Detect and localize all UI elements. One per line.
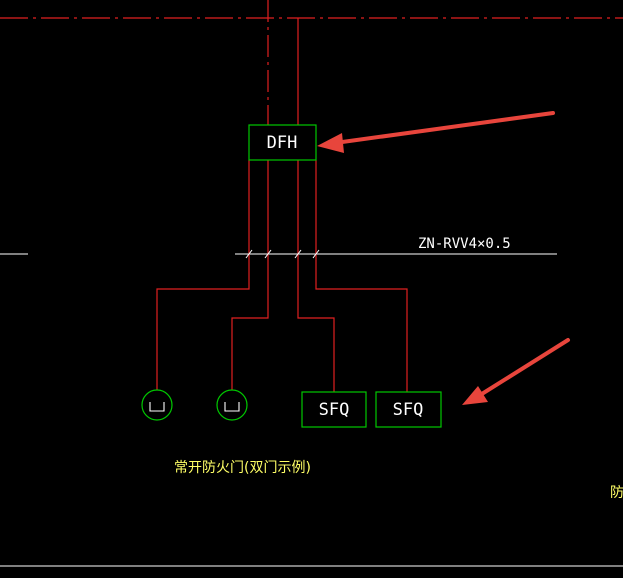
pointer-arrow-1 (317, 111, 555, 153)
sfq-box-2[interactable]: SFQ (375, 391, 442, 428)
dfh-label: DFH (267, 133, 298, 153)
dfh-box[interactable]: DFH (248, 124, 317, 161)
pointer-arrow-2 (462, 338, 570, 405)
sfq-1-label: SFQ (319, 400, 350, 420)
wire-to-sfq-2 (315, 160, 408, 392)
door-note: 常开防火门(双门示例) (174, 460, 311, 476)
edge-glyph: 防 (610, 485, 623, 501)
bus-cross-ticks (245, 249, 320, 259)
door-contact-symbol-2[interactable] (216, 389, 248, 421)
wire-to-sfq-1 (297, 160, 335, 392)
wire-to-door-2 (231, 160, 269, 390)
door-contact-symbol-1[interactable] (141, 389, 173, 421)
cable-label: ZN-RVV4×0.5 (418, 236, 511, 252)
wire-to-door-1 (156, 160, 250, 390)
sfq-2-label: SFQ (393, 400, 424, 420)
sfq-box-1[interactable]: SFQ (301, 391, 367, 428)
